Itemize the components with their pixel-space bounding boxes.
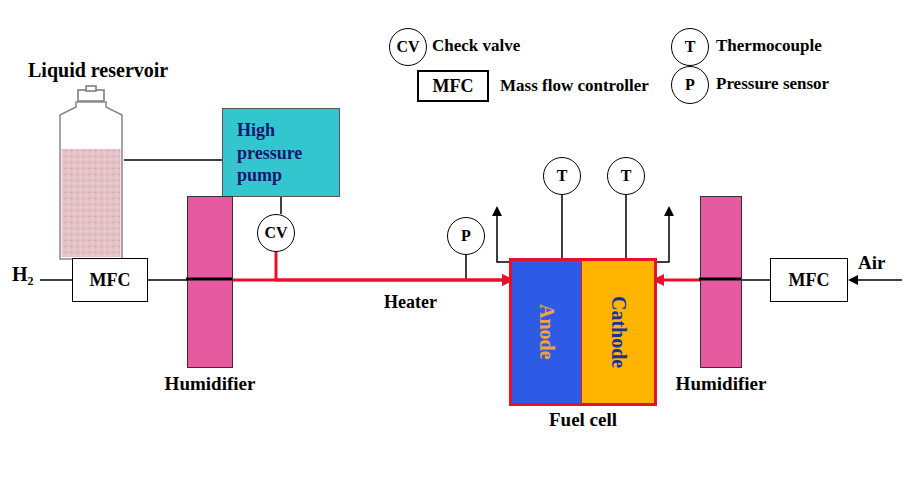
fuel-cell-label: Fuel cell xyxy=(549,409,617,431)
legend-sample: MFC xyxy=(417,70,489,102)
legend-symbol: T xyxy=(685,38,696,56)
check-valve: CV xyxy=(257,214,295,252)
gas-label: Air xyxy=(858,252,885,274)
box-label: MFC xyxy=(789,270,830,291)
legend-text: Mass flow controller xyxy=(500,76,649,96)
pump-box: High pressure pump xyxy=(222,108,340,197)
electrode-label: Cathode xyxy=(607,296,630,368)
pump-label: High pressure pump xyxy=(237,120,302,185)
legend-symbol: P xyxy=(685,76,695,94)
gas-label: H₂ xyxy=(12,263,34,286)
reservoir-label: Liquid reservoir xyxy=(28,59,168,82)
anode-region: Anode xyxy=(512,261,582,403)
box-label: MFC xyxy=(90,270,131,291)
sensor-label: T xyxy=(557,167,568,185)
air-inlet-arrow xyxy=(850,279,902,281)
exhaust-arrow xyxy=(657,208,669,262)
legend-sample: P xyxy=(671,66,709,104)
mass-flow-controller: MFC xyxy=(770,258,848,302)
humidifier-label: Humidifier xyxy=(676,373,767,395)
fuel-pipe xyxy=(276,252,512,280)
connector-line xyxy=(561,195,563,261)
legend-sample: CV xyxy=(389,28,427,66)
pipe-label: Heater xyxy=(384,292,437,313)
humidifier: Humidifier xyxy=(700,196,742,368)
sensor-label: T xyxy=(621,167,632,185)
connector-line xyxy=(742,279,770,281)
fuel-pipe xyxy=(654,279,700,282)
humidifier: Humidifier xyxy=(187,196,233,368)
pipe-through xyxy=(699,195,741,367)
liquid-reservoir: Liquid reservoir xyxy=(58,101,124,261)
thermocouple: T xyxy=(607,157,645,195)
bottle-cap xyxy=(86,86,96,91)
connector-line xyxy=(625,195,627,261)
mass-flow-controller: MFC xyxy=(72,258,148,302)
legend-sample: T xyxy=(671,28,709,66)
sensor-label: CV xyxy=(264,224,287,242)
thermocouple: T xyxy=(543,157,581,195)
exhaust-arrow xyxy=(497,208,509,262)
connector-line xyxy=(148,279,187,281)
connector-line xyxy=(280,197,282,214)
feed-line xyxy=(40,279,72,281)
fuel-cell: Fuel cellAnodeCathode xyxy=(509,258,657,406)
legend-text: Check valve xyxy=(432,36,520,56)
pressure-sensor: P xyxy=(447,217,485,255)
legend-text: Thermocouple xyxy=(716,36,822,56)
legend-symbol: CV xyxy=(396,38,419,56)
connector-line xyxy=(124,159,222,161)
sensor-stub xyxy=(465,255,467,280)
sensor-label: P xyxy=(461,227,471,245)
cathode-region: Cathode xyxy=(582,261,654,403)
bottle-outline xyxy=(58,101,124,261)
humidifier-label: Humidifier xyxy=(165,373,256,395)
pipe-through xyxy=(186,195,232,367)
legend-text: Pressure sensor xyxy=(716,74,829,94)
electrode-label: Anode xyxy=(535,304,558,360)
legend-symbol: MFC xyxy=(433,76,474,97)
